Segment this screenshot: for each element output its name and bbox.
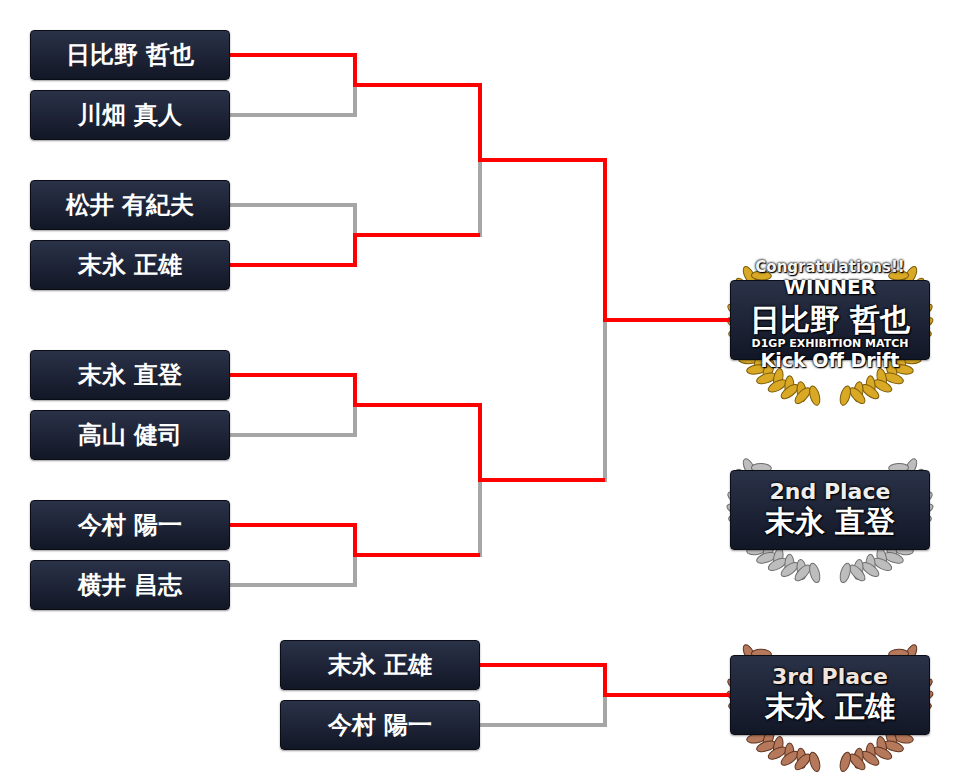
- player-name: 横井 昌志: [31, 569, 229, 601]
- laurel-leaf: [808, 751, 822, 773]
- award-box: Congratulations!!WINNER日比野 哲也D1GP EXHIBI…: [730, 245, 930, 375]
- player-box: 末永 正雄: [280, 640, 480, 690]
- award-label: 2nd Place: [730, 479, 930, 504]
- player-box: 日比野 哲也: [30, 30, 230, 80]
- bracket-line: [230, 320, 730, 480]
- player-box: 末永 直登: [30, 350, 230, 400]
- winner-line: [230, 375, 605, 480]
- player-box: 川畑 真人: [30, 90, 230, 140]
- winner-line: [230, 55, 730, 320]
- laurel-leaf: [808, 562, 822, 584]
- laurel-leaf: [808, 385, 822, 407]
- winner-line: [230, 235, 480, 265]
- player-box: 今村 陽一: [30, 500, 230, 550]
- player-name: 松井 有紀夫: [31, 189, 229, 221]
- laurel-leaf: [838, 562, 852, 584]
- player-name: 高山 健司: [31, 419, 229, 451]
- laurel-wreath: [725, 643, 934, 773]
- laurel-wreath: [725, 457, 934, 584]
- player-name: 末永 正雄: [31, 249, 229, 281]
- player-name: 末永 直登: [730, 502, 930, 543]
- winner-line: [480, 665, 730, 695]
- bracket-line: [230, 320, 730, 585]
- player-box: 末永 正雄: [30, 240, 230, 290]
- award-label: 3rd Place: [730, 664, 930, 689]
- bracket-line: [480, 695, 730, 725]
- player-name: 今村 陽一: [31, 509, 229, 541]
- player-name: 日比野 哲也: [730, 300, 930, 341]
- award-box: 3rd Place末永 正雄: [730, 655, 930, 735]
- award-box: 2nd Place末永 直登: [730, 470, 930, 550]
- player-name: 日比野 哲也: [31, 39, 229, 71]
- award-label: D1GP EXHIBITION MATCH: [730, 337, 930, 350]
- laurel-leaf: [838, 385, 852, 407]
- player-box: 横井 昌志: [30, 560, 230, 610]
- laurel-leaf: [838, 751, 852, 773]
- player-box: 高山 健司: [30, 410, 230, 460]
- player-name: 末永 直登: [31, 359, 229, 391]
- player-name: 末永 正雄: [730, 687, 930, 728]
- player-box: 松井 有紀夫: [30, 180, 230, 230]
- player-name: 今村 陽一: [281, 709, 479, 741]
- bracket-line: [230, 160, 730, 320]
- award-label: Congratulations!!: [730, 258, 930, 276]
- award-label: WINNER: [730, 275, 930, 299]
- bracket-line: [230, 320, 730, 480]
- bracket-line: [230, 160, 730, 320]
- award-label: Kick Off Drift: [730, 349, 930, 371]
- player-box: 今村 陽一: [280, 700, 480, 750]
- bracket-line: [230, 55, 730, 320]
- player-name: 川畑 真人: [31, 99, 229, 131]
- laurel-wreath: [725, 265, 934, 407]
- bracket-line: [480, 665, 730, 695]
- winner-line: [230, 525, 480, 555]
- player-name: 末永 正雄: [281, 649, 479, 681]
